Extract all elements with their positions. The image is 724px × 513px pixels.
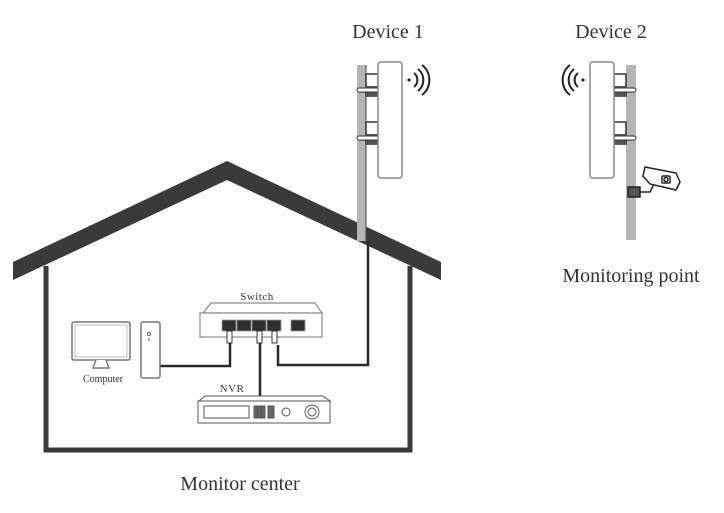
nvr-label: NVR — [220, 383, 245, 395]
monitoring-point-label: Monitoring point — [562, 265, 700, 287]
house — [13, 161, 441, 453]
wifi-signal-left-icon — [561, 64, 585, 96]
monitor-center-label: Monitor center — [180, 473, 300, 495]
nvr-recorder: NVR — [197, 383, 332, 424]
device1-bridge-unit — [377, 61, 403, 179]
cable-device1-switch — [276, 241, 370, 367]
device1-assembly — [356, 61, 431, 241]
device1-bracket-bottom — [356, 121, 380, 145]
network-switch: Switch — [199, 291, 324, 344]
device2-assembly — [561, 61, 681, 240]
house-roof — [13, 161, 441, 280]
device2-pole — [626, 65, 636, 240]
cctv-camera-icon — [627, 166, 681, 198]
computer-label: Computer — [83, 374, 124, 385]
pc-tower-icon — [140, 321, 161, 379]
cable-switch-computer — [160, 343, 232, 368]
device2-label: Device 2 — [575, 21, 647, 43]
switch-label: Switch — [240, 291, 274, 303]
computer: Computer — [71, 321, 161, 385]
switch-ports — [221, 319, 306, 332]
monitor-icon — [71, 321, 131, 369]
switch-port-3 — [251, 319, 267, 332]
device1-pole — [357, 65, 366, 241]
house-walls — [43, 266, 413, 453]
switch-port-5 — [290, 319, 306, 332]
switch-top — [201, 302, 324, 314]
wifi-signal-right-icon — [407, 64, 431, 96]
device2-bridge-unit — [589, 61, 615, 179]
switch-port-2 — [236, 319, 252, 332]
device1-label: Device 1 — [352, 21, 424, 43]
switch-port-4 — [266, 319, 282, 332]
switch-port-1 — [221, 319, 237, 332]
